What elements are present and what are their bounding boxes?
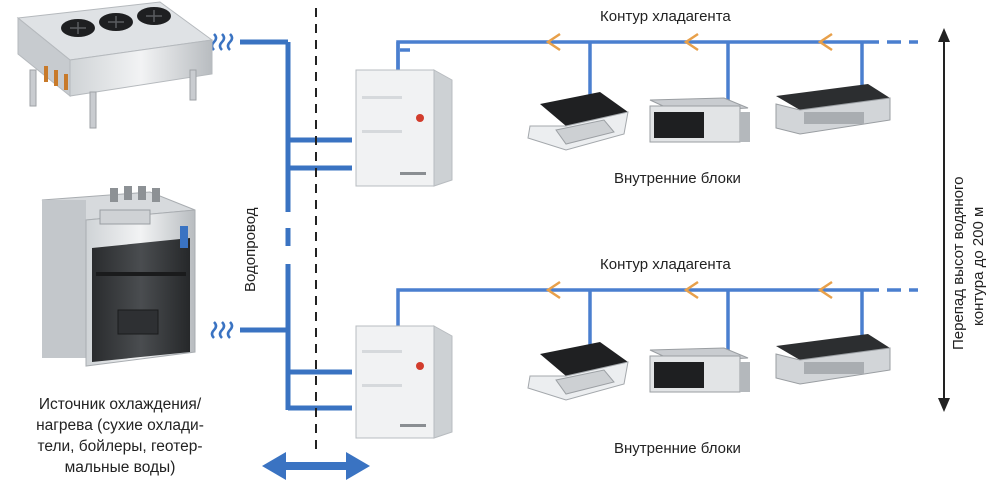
water-pipe-network bbox=[240, 39, 352, 411]
source-label-line4: мальные воды) bbox=[64, 459, 176, 476]
ducted-unit-top bbox=[649, 97, 750, 143]
outdoor-unit-top bbox=[355, 69, 453, 187]
height-difference-arrow bbox=[938, 28, 950, 412]
height-difference-label-line2: контура до 200 м bbox=[970, 206, 987, 326]
ducted-unit-bottom bbox=[649, 347, 750, 393]
source-label-line1: Источник охлаждения/ bbox=[38, 396, 202, 413]
slim-duct-unit-bottom bbox=[775, 334, 891, 385]
boiler-image bbox=[41, 186, 196, 367]
source-label-line2: нагрева (сухие охлади- bbox=[36, 417, 204, 434]
indoor-units-label-top: Внутренние блоки bbox=[614, 170, 741, 187]
source-label-line3: тели, бойлеры, геотер- bbox=[37, 438, 203, 455]
cooling-heating-source-label: Источник охлаждения/ нагрева (сухие охла… bbox=[0, 394, 240, 478]
dry-cooler-image bbox=[16, 1, 214, 129]
slim-duct-unit-top bbox=[775, 84, 891, 135]
refrigerant-loop-label-top: Контур хладагента bbox=[600, 8, 731, 25]
flow-arrows-bottom bbox=[545, 280, 833, 300]
refrigerant-loop-label-bottom: Контур хладагента bbox=[600, 256, 731, 273]
refrigerant-loop-bottom bbox=[396, 288, 918, 350]
indoor-units-label-bottom: Внутренние блоки bbox=[614, 440, 741, 457]
cassette-unit-bottom bbox=[527, 342, 629, 401]
height-difference-label-line1: Перепад высот водяного bbox=[950, 176, 967, 350]
bidirectional-arrow bbox=[262, 452, 370, 480]
wave-connectors bbox=[210, 33, 234, 339]
outdoor-unit-bottom bbox=[355, 325, 453, 439]
water-pipe-label: Водопровод bbox=[242, 207, 259, 293]
cassette-unit-top bbox=[527, 92, 629, 151]
flow-arrows-top bbox=[545, 32, 833, 52]
